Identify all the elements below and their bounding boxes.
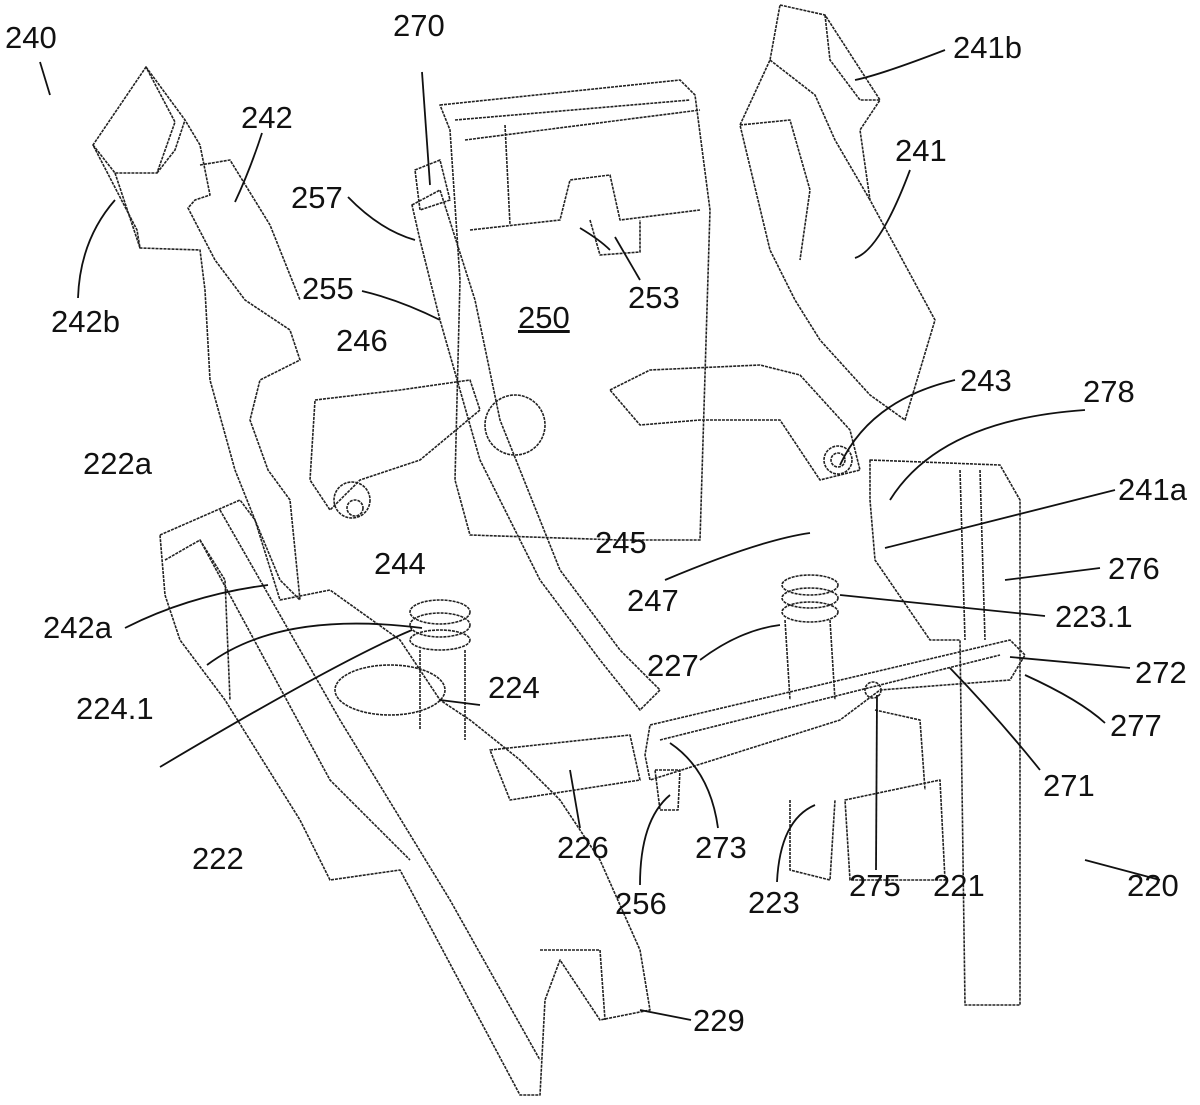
ref-244: 244 <box>374 546 426 581</box>
ref-220: 220 <box>1127 868 1179 903</box>
ref-223: 223 <box>748 885 800 920</box>
block-221 <box>844 681 946 881</box>
ref-277: 277 <box>1110 708 1162 743</box>
plate-250 <box>439 79 711 541</box>
ref-240: 240 <box>5 20 57 55</box>
ref-255: 255 <box>302 271 354 306</box>
ref-229: 229 <box>693 1003 745 1038</box>
ref-222a: 222a <box>83 446 152 481</box>
lever-255 <box>411 159 661 711</box>
ref-247: 247 <box>627 583 679 618</box>
ref-227: 227 <box>647 648 699 683</box>
ref-273: 273 <box>695 830 747 865</box>
spring-223-1 <box>781 574 839 881</box>
ref-272: 272 <box>1135 655 1187 690</box>
ref-250: 250 <box>518 300 570 335</box>
ref-241a: 241a <box>1118 472 1187 507</box>
base-222 <box>159 499 651 1096</box>
ref-242a: 242a <box>43 610 112 645</box>
leader-lines <box>39 49 1161 1021</box>
ref-278: 278 <box>1083 374 1135 409</box>
ref-242: 242 <box>241 100 293 135</box>
ref-256: 256 <box>615 886 667 921</box>
arm-241 <box>739 4 936 421</box>
ref-221: 221 <box>933 868 985 903</box>
ref-242b: 242b <box>51 304 120 339</box>
ref-270: 270 <box>393 8 445 43</box>
block-226 <box>489 734 681 811</box>
ref-226: 226 <box>557 830 609 865</box>
ref-276: 276 <box>1108 551 1160 586</box>
ref-275: 275 <box>849 868 901 903</box>
ref-224: 224 <box>488 670 540 705</box>
ref-243: 243 <box>960 363 1012 398</box>
ref-253: 253 <box>628 280 680 315</box>
ref-222: 222 <box>192 841 244 876</box>
link-245 <box>609 364 861 481</box>
lever-272 <box>644 639 1026 781</box>
ref-223-1: 223.1 <box>1055 599 1133 634</box>
ref-271: 271 <box>1043 768 1095 803</box>
ref-241: 241 <box>895 133 947 168</box>
ref-241b: 241b <box>953 30 1022 65</box>
bracket-276 <box>869 459 1021 1006</box>
ref-245: 245 <box>595 525 647 560</box>
ref-257: 257 <box>291 180 343 215</box>
arm-242 <box>92 66 301 601</box>
spring-224-1 <box>334 599 471 740</box>
link-246 <box>309 379 546 519</box>
ref-246: 246 <box>336 323 388 358</box>
ref-224-1: 224.1 <box>76 691 154 726</box>
